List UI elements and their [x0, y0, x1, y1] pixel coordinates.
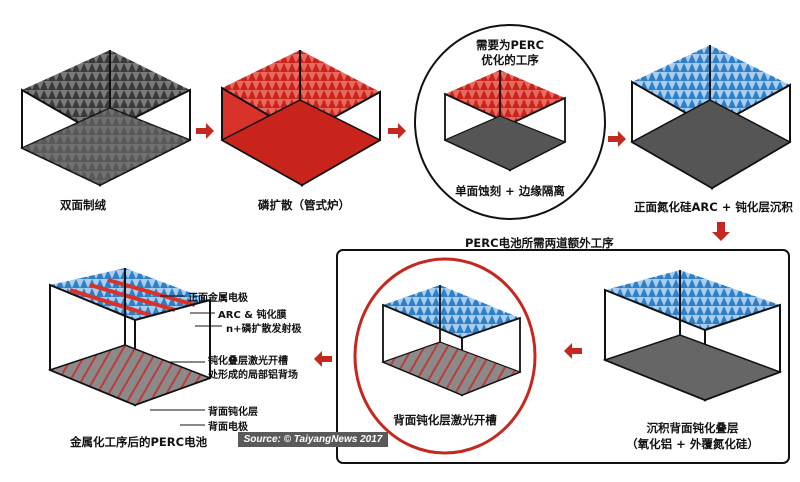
step-label-final: 金属化工序后的PERC电池: [70, 435, 208, 449]
arrow-left-icon: [564, 343, 582, 359]
annotation-rear-passivation: 背面钝化层: [208, 407, 258, 418]
arrow-right-icon: [608, 131, 626, 147]
step-label-rear-passivation-2: （氧化铝 + 外覆氮化硅）: [626, 437, 759, 451]
arrow-right-icon: [196, 123, 214, 139]
step-label-arc: 正面氮化硅ARC + 钝化层沉积: [634, 200, 793, 214]
arrow-right-icon: [388, 123, 406, 139]
step-label-diffusion: 磷扩散（管式炉）: [258, 198, 350, 212]
annotation-rear-electrode: 背面电极: [208, 422, 248, 433]
extra-steps-title: PERC电池所需两道额外工序: [465, 236, 614, 250]
cell-box-diffusion: [220, 50, 382, 187]
step-label-texturing: 双面制绒: [60, 198, 106, 212]
etch-highlight-circle: [414, 24, 606, 220]
laser-highlight-circle: [353, 257, 537, 455]
annotation-arc-passivation: ARC & 钝化膜: [218, 310, 287, 321]
etch-title-line1: 需要为PERC: [475, 38, 545, 52]
arrow-down-icon: [712, 222, 730, 241]
annotation-front-metal: 正面金属电极: [188, 293, 248, 304]
step-label-laser: 背面钝化层激光开槽: [393, 413, 497, 427]
cell-box-rear-passivation: [602, 270, 783, 402]
cell-box-arc: [630, 45, 792, 190]
annotation-emitter: n+磷扩散发射极: [226, 324, 302, 335]
cell-box-texturing: [20, 50, 192, 187]
step-label-etch: 单面蚀刻 + 边缘隔离: [455, 184, 565, 198]
annotation-laser-contact-1: 钝化叠层激光开槽: [208, 356, 288, 367]
arrow-left-icon: [314, 351, 332, 367]
etch-title-line2: 优化的工序: [481, 53, 539, 67]
step-label-rear-passivation-1: 沉积背面钝化叠层: [646, 421, 739, 435]
source-credit: Source: © TaiyangNews 2017: [238, 432, 388, 447]
cell-box-final: [47, 268, 222, 426]
annotation-laser-contact-2: 处形成的局部铝背场: [208, 370, 298, 381]
extra-steps-frame: [336, 249, 790, 464]
